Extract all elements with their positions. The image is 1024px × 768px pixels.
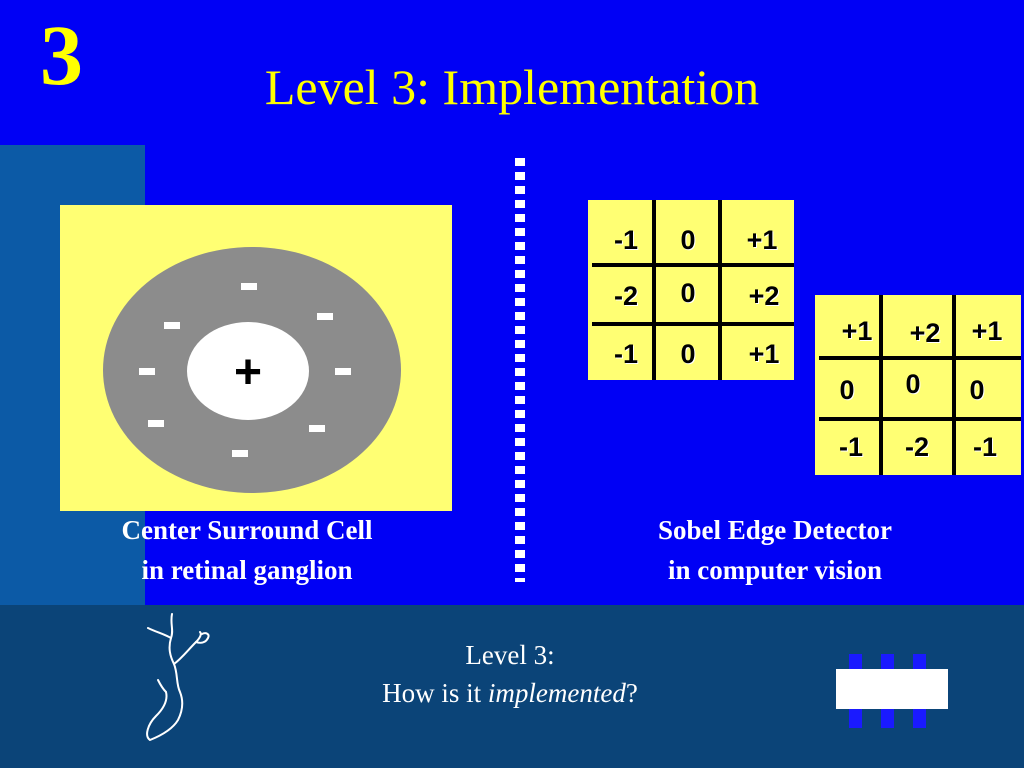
kernel-cell: -1 [613,339,638,369]
kernel-cell: +1 [841,316,873,346]
footer-prefix: How is it [382,678,488,708]
minus-mark [164,322,180,329]
kernel-cell: 0 [680,339,696,369]
footer-question: Level 3: How is it implemented? [260,636,760,712]
kernel-cell: 0 [680,225,696,255]
sobel-kernel-y: +1 +2 +1 0 0 0 -1 -2 -1 [815,295,1021,475]
kernel-cell: 0 [680,278,696,308]
kernel-cell: +2 [909,318,941,348]
kernel-cell: 0 [839,375,855,405]
caption-line: Sobel Edge Detector [658,515,892,545]
center-surround-panel: + [60,205,452,511]
caption-line: in computer vision [667,555,883,585]
kernel-cell: +1 [971,316,1003,346]
slide-title: Level 3: Implementation [264,59,760,115]
kernel-cell: +1 [746,225,778,255]
center-surround-caption: Center Surround Cell in retinal ganglion [62,510,432,590]
footer-suffix: ? [625,678,638,708]
chip-icon [836,654,948,728]
minus-mark [148,420,164,427]
kernel-cell: 0 [905,369,921,399]
minus-mark [309,425,325,432]
footer-line1: Level 3: [465,640,555,670]
kernel-cell: -2 [904,432,929,462]
minus-mark [232,450,248,457]
neuron-icon [146,613,210,741]
center-region [187,322,309,420]
caption-line: in retinal ganglion [141,555,353,585]
center-surround-diagram: + [103,247,401,493]
kernel-grid-lines [592,200,794,380]
dotted-divider [515,158,525,582]
sobel-kernel-x: -1 0 +1 -2 0 +2 -1 0 +1 [588,200,794,380]
kernel-cell: -2 [613,281,638,311]
minus-mark [335,368,351,375]
inhibitory-marks [139,283,351,457]
kernel-cell: +2 [748,281,780,311]
kernel-cell: -1 [972,432,997,462]
center-sign: + [234,346,262,399]
slide-number: 3 [40,7,83,103]
minus-mark [317,313,333,320]
caption-line: Center Surround Cell [121,515,373,545]
kernel-cell: -1 [613,225,638,255]
kernel-grid-lines [819,295,1021,475]
kernel-cell: -1 [838,432,863,462]
minus-mark [241,283,257,290]
sobel-caption: Sobel Edge Detector in computer vision [575,510,975,590]
kernel-cell: 0 [969,375,985,405]
footer-emphasis: implemented [487,678,626,708]
kernel-cell: +1 [748,339,780,369]
footer-line2: How is it implemented? [260,674,760,712]
minus-mark [139,368,155,375]
chip-body [836,669,948,709]
